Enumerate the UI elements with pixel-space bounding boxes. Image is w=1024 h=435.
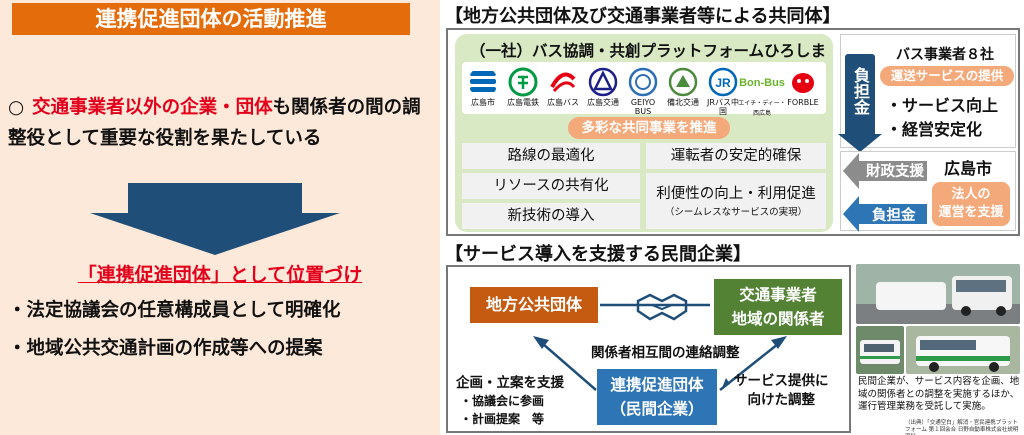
bihoku-icon xyxy=(668,67,698,97)
hiroshima-city-icon xyxy=(470,71,496,92)
jr-bus-icon: JR xyxy=(708,67,738,97)
logo-hiroden: 広島電鉄 xyxy=(504,67,542,107)
relation-lines xyxy=(533,303,787,391)
position-label: 「連携促進団体」として位置づけ xyxy=(77,264,363,286)
logo-label: 広島交通 xyxy=(587,98,619,107)
handshake-icon xyxy=(636,293,688,321)
project-convenience-label: 利便性の向上・利用促進 xyxy=(656,186,816,202)
project-convenience: 利便性の向上・利用促進 （シームレスなサービスの実現） xyxy=(646,173,826,229)
intro-text: ○ 交通事業者以外の企業・団体も関係者の間の調整役として重要な役割を果たしている xyxy=(8,92,438,154)
logo-label: FORBLE xyxy=(787,98,819,107)
project-resource-sharing: リソースの共有化 xyxy=(462,173,640,199)
logo-label: 広島バス xyxy=(547,98,579,107)
logo-label: エイチ・ディー・西広島 xyxy=(738,100,786,117)
logo-bon-bus: Bon-Bus エイチ・ディー・西広島 xyxy=(738,67,786,118)
van-photo-icon xyxy=(856,326,904,374)
logo-label: GEIYO BUS xyxy=(630,98,656,116)
project-route-optimization: 路線の最適化 xyxy=(462,143,640,169)
service-arrow-line xyxy=(719,343,779,391)
operators-item-service: ・サービス向上 xyxy=(886,96,999,115)
bus-photo-top xyxy=(856,264,1020,324)
project-convenience-sub: （シームレスなサービスの実現） xyxy=(664,207,808,218)
logo-label: 広島市 xyxy=(471,98,495,107)
logo-hiroshima-city: 広島市 xyxy=(464,67,502,107)
logo-forble: FORBLE xyxy=(784,67,822,107)
bottom-section-title: 【サービス導入を支援する民間企業】 xyxy=(445,244,751,265)
project-new-tech: 新技術の導入 xyxy=(462,203,640,229)
financial-support-arrow-icon xyxy=(843,153,927,189)
bus-photo-right xyxy=(906,326,1020,374)
promotion-org-box: 連携促進団体 （民間企業） xyxy=(597,369,717,425)
planning-item-council: ・協議会に参画 xyxy=(460,394,545,408)
city-burden-label: 負担金 xyxy=(872,208,916,224)
logo-hiroshima-kotsu: 広島交通 xyxy=(584,67,622,107)
burden-left-arrow-icon xyxy=(843,196,927,232)
top-section-title: 【地方公共団体及び交通事業者等による共同体】 xyxy=(445,6,841,27)
jr-mark-text: JR xyxy=(715,76,731,90)
logo-geiyo-bus: GEIYO BUS xyxy=(624,67,662,116)
association-title: （一社）バス協調・共創プラットフォームひろしま xyxy=(470,42,827,60)
bullet-council: ・法定協議会の任意構成員として明確化 xyxy=(8,300,341,321)
coordination-label: 関係者相互間の連絡調整 xyxy=(591,345,740,361)
planning-arrow-head-icon xyxy=(533,336,549,349)
logo-label: JRバス中国 xyxy=(707,98,739,116)
logo-hiroshima-bus: 広島バス xyxy=(544,67,582,107)
service-arrow-head-icon xyxy=(771,336,787,349)
bullet-plan: ・地域公共交通計画の作成等への提案 xyxy=(8,338,323,359)
project-driver-securing: 運転者の安定的確保 xyxy=(646,143,826,169)
left-panel: 連携促進団体の活動推進 ○ 交通事業者以外の企業・団体も関係者の間の調整役として重… xyxy=(0,0,440,435)
service-arrow-tail-icon xyxy=(722,378,730,388)
local-gov-box: 地方公共団体 xyxy=(470,287,598,323)
green-minibus-photo-icon xyxy=(906,326,1020,374)
left-title: 連携促進団体の活動推進 xyxy=(12,3,410,35)
projects-pill: 多彩な共同事業を推進 xyxy=(568,117,730,139)
bon-bus-icon: Bon-Bus xyxy=(739,77,785,89)
transport-service-pill: 運送サービスの提供 xyxy=(880,66,1014,86)
bon-bus-mark-text: Bon-Bus xyxy=(739,77,785,89)
burden-arrow-icon xyxy=(838,124,882,152)
bus-photo-left xyxy=(856,326,904,374)
financial-support-label: 財政支援 xyxy=(866,164,924,180)
planning-item-plan: ・計画提案 等 xyxy=(460,412,545,426)
photo-caption: 民間企業が、サービス内容を企画、地域の関係者との調整を実施するほか、運行管理業務… xyxy=(858,376,1020,412)
logo-label: 広島電鉄 xyxy=(507,98,539,107)
down-arrow-icon xyxy=(90,183,340,255)
forble-icon xyxy=(792,73,814,93)
hiroden-icon xyxy=(508,67,538,97)
operators-relations-box: 交通事業者 地域の関係者 xyxy=(714,279,842,335)
service-coordination-label: サービス提供に 向けた調整 xyxy=(734,373,829,408)
minibus-photo-icon xyxy=(856,264,1020,324)
logo-label: 備北交通 xyxy=(667,98,699,107)
support-operation-box: 法人の 運営を支援 xyxy=(932,182,1010,226)
operators-title: バス事業者８社 xyxy=(896,47,994,63)
hiroshima-kotsu-icon xyxy=(588,67,618,97)
support-operation-text: 法人の 運営を支援 xyxy=(938,187,1004,220)
logo-bihoku: 備北交通 xyxy=(664,67,702,107)
intro-highlight: 交通事業者以外の企業・団体 xyxy=(32,97,273,118)
planning-label: 企画・立案を支援 xyxy=(456,375,564,391)
intro-rest: も関係者の間の調整役として重要な役割を果たしている xyxy=(8,97,421,149)
operators-item-management: ・経営安定化 xyxy=(886,120,983,139)
geiyo-bus-icon xyxy=(628,67,658,97)
operators-burden-tag: 負担金 xyxy=(845,54,875,128)
planning-arrow-line xyxy=(542,343,597,391)
member-logos: 広島市 広島電鉄 広島バス 広島交通 GEIYO BUS 備北交通 JR xyxy=(462,62,826,117)
hiroshima-bus-icon xyxy=(550,72,576,92)
source-note: （出典）「交通空白」解消・官民連携プラットフォーム 第１回会合 日野自動車株式会… xyxy=(905,420,1019,435)
city-name: 広島市 xyxy=(944,159,993,178)
logo-jr-bus: JR JRバス中国 xyxy=(704,67,742,116)
circle-bullet: ○ xyxy=(8,97,25,118)
